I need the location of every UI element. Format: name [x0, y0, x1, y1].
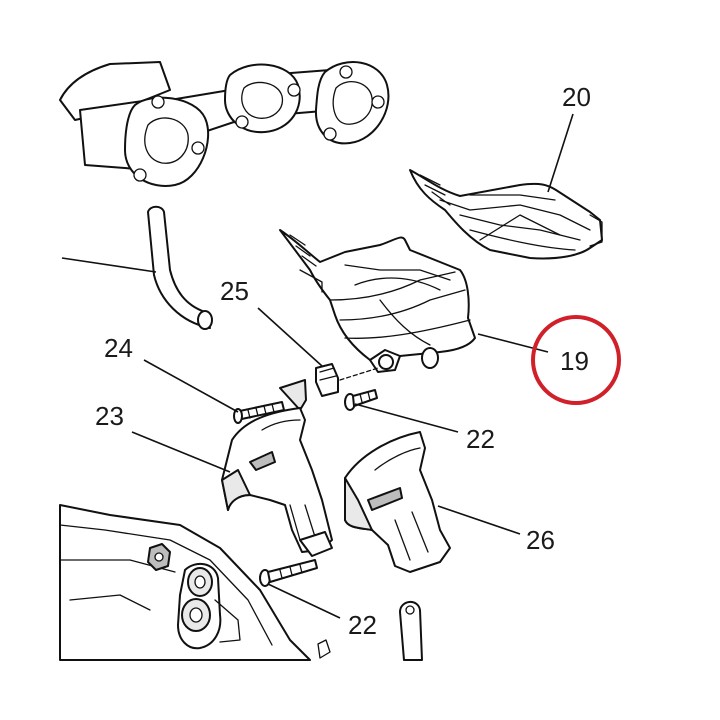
part-label-26: 26 [526, 525, 555, 555]
part-label-23: 23 [95, 401, 124, 431]
clip-nut-part-25 [257, 307, 379, 397]
heat-shield-part-20 [409, 169, 603, 260]
bolt-part-22-lower [259, 559, 341, 619]
leader-20 [547, 113, 574, 193]
part-label-24: 24 [104, 333, 133, 363]
cover-part-23 [131, 379, 333, 557]
highlight-circle [531, 315, 621, 405]
exhaust-manifold [59, 61, 390, 187]
part-label-19: 19 [560, 346, 589, 376]
part-label-25: 25 [220, 276, 249, 306]
cover-part-26 [344, 431, 521, 573]
part-label-20: 20 [562, 82, 591, 112]
part-label-22-lower: 22 [348, 610, 377, 640]
bolt-part-24 [143, 359, 285, 424]
heat-shield-part-19 [279, 229, 549, 373]
link-bracket [399, 601, 423, 661]
engine-block [59, 504, 331, 661]
bolt-part-22-upper [344, 389, 459, 433]
part-label-22-upper: 22 [466, 424, 495, 454]
hose [61, 205, 213, 330]
